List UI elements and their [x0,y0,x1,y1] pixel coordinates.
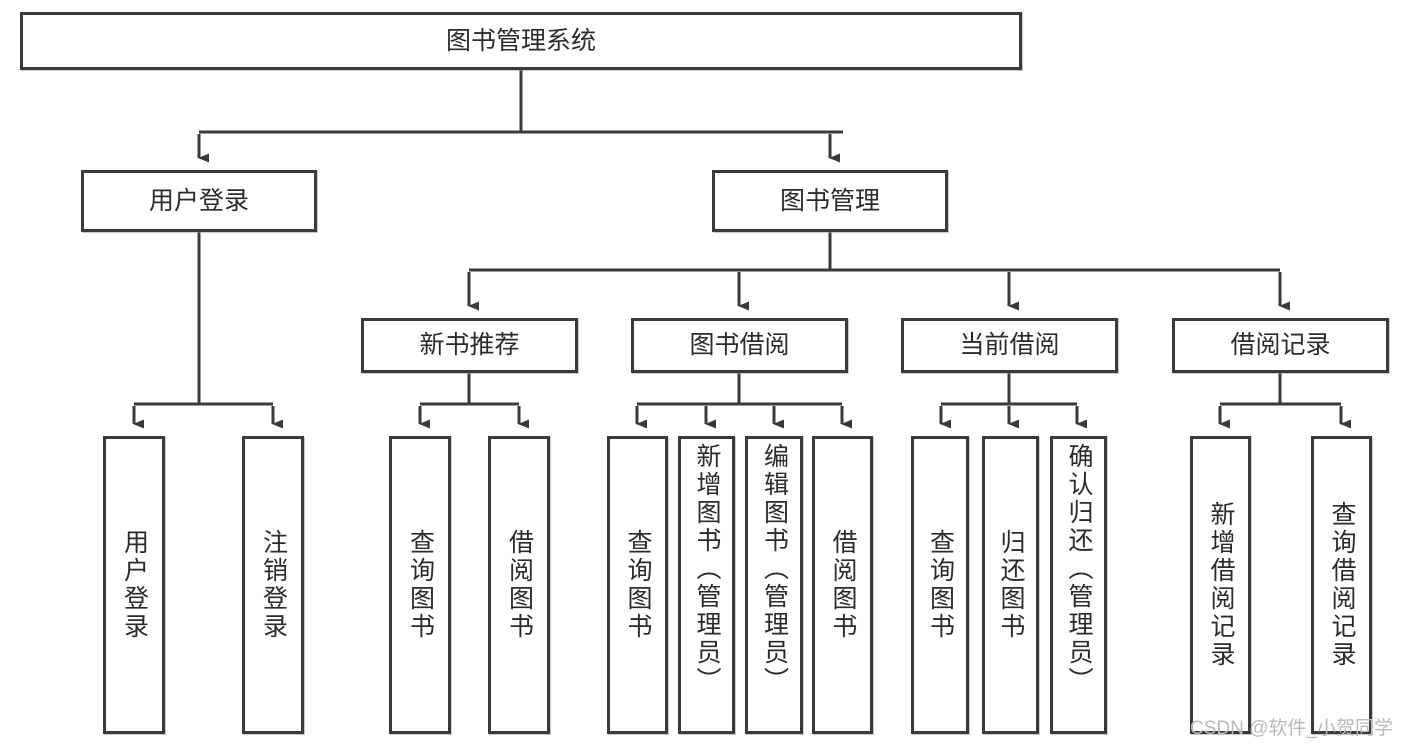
node-leaf-borrow-book-recommend[interactable]: 借阅图书 [488,436,550,734]
node-label: 当前借阅 [959,331,1060,359]
node-label: 新增图书（管理员） [693,443,721,695]
watermark: CSDN @软件_小贺同学 [1190,718,1393,739]
node-new-book-recommend[interactable]: 新书推荐 [361,318,578,373]
node-label: 查询借阅记录 [1328,501,1356,669]
node-leaf-query-borrow-record[interactable]: 查询借阅记录 [1311,436,1372,734]
node-leaf-confirm-return-admin[interactable]: 确认归还（管理员） [1050,436,1107,734]
node-leaf-query-book-recommend[interactable]: 查询图书 [389,436,451,734]
node-book-management[interactable]: 图书管理 [712,170,948,232]
node-label: 借阅记录 [1230,331,1331,359]
node-label: 用户登录 [120,529,149,641]
node-label: 查询图书 [926,529,955,641]
node-leaf-add-borrow-record[interactable]: 新增借阅记录 [1190,436,1251,734]
node-leaf-add-book-admin[interactable]: 新增图书（管理员） [678,436,735,734]
node-label: 确认归还（管理员） [1065,443,1093,695]
node-leaf-borrow-book[interactable]: 借阅图书 [812,436,873,734]
node-user-login[interactable]: 用户登录 [81,170,317,232]
node-label: 查询图书 [624,529,652,641]
node-label: 编辑图书（管理员） [760,443,789,695]
node-leaf-query-book-current[interactable]: 查询图书 [911,436,969,734]
node-label: 借阅图书 [505,529,534,641]
node-label: 新书推荐 [419,331,520,359]
node-label: 用户登录 [148,186,249,215]
node-label: 注销登录 [259,529,288,641]
node-root-book-management-system[interactable]: 图书管理系统 [20,12,1022,70]
node-label: 借阅图书 [829,529,857,641]
node-leaf-return-book[interactable]: 归还图书 [982,436,1039,734]
node-label: 归还图书 [997,529,1025,641]
node-label: 图书借阅 [689,331,790,359]
node-label: 图书管理 [779,186,880,215]
node-leaf-user-login[interactable]: 用户登录 [103,436,165,734]
node-leaf-edit-book-admin[interactable]: 编辑图书（管理员） [745,436,803,734]
node-label: 新增借阅记录 [1207,501,1235,669]
node-current-borrow[interactable]: 当前借阅 [901,318,1118,373]
node-leaf-query-book-borrow[interactable]: 查询图书 [607,436,668,734]
node-label: 查询图书 [406,529,435,641]
node-borrow-record[interactable]: 借阅记录 [1172,318,1389,373]
node-book-borrow[interactable]: 图书借阅 [631,318,848,373]
node-label: 图书管理系统 [445,26,596,55]
node-leaf-logout[interactable]: 注销登录 [242,436,304,734]
